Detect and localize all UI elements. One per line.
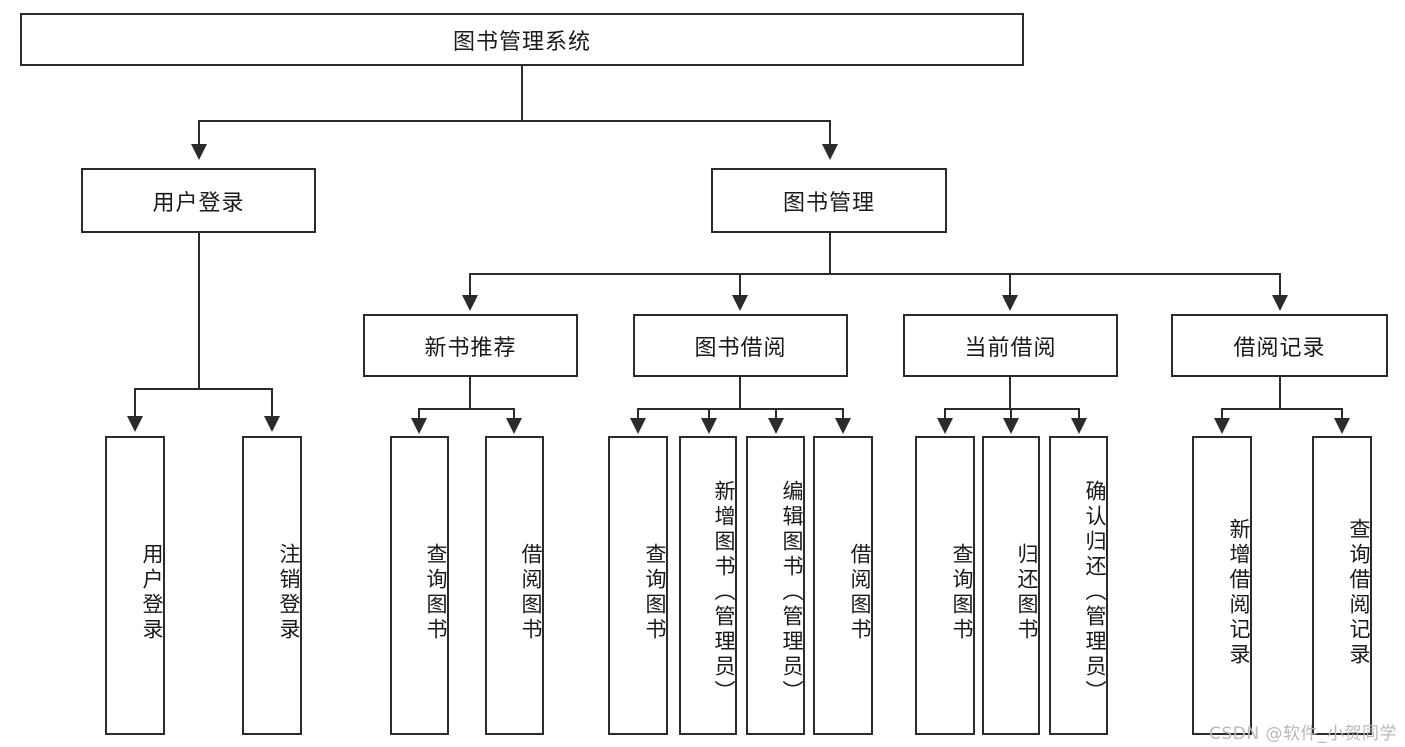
leaf-cb-query-book[interactable]: 查询图书	[915, 436, 975, 735]
connector-root-to-user-login	[198, 120, 200, 144]
connector-cb-leaf-1	[944, 408, 946, 418]
connector-nbr-leaf-1	[418, 408, 420, 418]
connector-nbr-stem	[469, 377, 471, 408]
leaf-nbr-query-book[interactable]: 查询图书	[390, 436, 449, 735]
arrowhead-bb-leaf-3	[768, 418, 784, 434]
arrowhead-bm-new-book	[462, 295, 478, 311]
leaf-bb-query-book[interactable]: 查询图书	[608, 436, 668, 735]
arrowhead-cb-leaf-1	[937, 418, 953, 434]
connector-bb-leaf-4	[842, 408, 844, 418]
leaf-bb-add-book-admin[interactable]: 新增图书（管理员）	[679, 436, 737, 735]
connector-user-login-to-leaf-1	[134, 388, 136, 416]
arrowhead-nbr-leaf-1	[411, 418, 427, 434]
connector-book-manage-bus	[469, 273, 1280, 275]
leaf-br-query-record[interactable]: 查询借阅记录	[1312, 436, 1372, 735]
node-borrow-record[interactable]: 借阅记录	[1171, 314, 1388, 377]
leaf-cb-confirm-return-admin[interactable]: 确认归还（管理员）	[1049, 436, 1108, 735]
connector-root-to-book-manage	[829, 120, 831, 144]
connector-bm-to-borrow-record	[1279, 273, 1281, 299]
connector-bm-to-new-book	[469, 273, 471, 299]
node-new-book-recommend[interactable]: 新书推荐	[363, 314, 578, 377]
connector-cb-leaf-3	[1078, 408, 1080, 418]
connector-bb-leaf-1	[637, 408, 639, 418]
node-root-system[interactable]: 图书管理系统	[20, 13, 1024, 66]
arrowhead-br-leaf-1	[1214, 418, 1230, 434]
connector-bb-leaf-3	[775, 408, 777, 418]
arrowhead-bm-borrow-record	[1272, 295, 1288, 311]
connector-bb-leaf-2	[708, 408, 710, 418]
connector-br-stem	[1279, 377, 1281, 408]
arrowhead-user-login-leaf-1	[127, 416, 143, 432]
connector-bb-bus	[637, 408, 844, 410]
leaf-user-login-login[interactable]: 用户登录	[105, 436, 165, 735]
connector-root-bus	[198, 120, 830, 122]
connector-br-bus	[1221, 408, 1342, 410]
leaf-br-add-record[interactable]: 新增借阅记录	[1192, 436, 1252, 735]
leaf-bb-edit-book-admin[interactable]: 编辑图书（管理员）	[746, 436, 805, 735]
arrowhead-root-to-user-login	[191, 144, 207, 160]
connector-br-leaf-1	[1221, 408, 1223, 418]
arrowhead-bm-book-borrow	[732, 295, 748, 311]
connector-bb-stem	[739, 377, 741, 408]
leaf-nbr-borrow-book[interactable]: 借阅图书	[485, 436, 544, 735]
watermark-text: CSDN @软件_小贺同学	[1209, 724, 1397, 744]
connector-bm-to-book-borrow	[739, 273, 741, 299]
arrowhead-bb-leaf-1	[630, 418, 646, 434]
connector-bm-to-current-borrow	[1009, 273, 1011, 299]
connector-user-login-to-leaf-2	[271, 388, 273, 416]
connector-br-leaf-2	[1341, 408, 1343, 418]
arrowhead-cb-leaf-2	[1003, 418, 1019, 434]
connector-nbr-leaf-2	[513, 408, 515, 418]
node-book-borrow[interactable]: 图书借阅	[633, 314, 848, 377]
arrowhead-bb-leaf-4	[835, 418, 851, 434]
node-user-login[interactable]: 用户登录	[81, 168, 316, 233]
arrowhead-bm-current-borrow	[1002, 295, 1018, 311]
connector-user-login-bus	[134, 388, 272, 390]
arrowhead-nbr-leaf-2	[506, 418, 522, 434]
connector-cb-stem	[1009, 377, 1011, 408]
arrowhead-bb-leaf-2	[701, 418, 717, 434]
leaf-user-login-logout[interactable]: 注销登录	[242, 436, 302, 735]
leaf-cb-return-book[interactable]: 归还图书	[982, 436, 1040, 735]
node-book-management[interactable]: 图书管理	[711, 168, 947, 233]
arrowhead-br-leaf-2	[1334, 418, 1350, 434]
node-current-borrow[interactable]: 当前借阅	[903, 314, 1118, 377]
arrowhead-user-login-leaf-2	[264, 416, 280, 432]
connector-user-login-stem	[198, 233, 200, 388]
connector-cb-leaf-2	[1010, 408, 1012, 418]
connector-book-manage-stem	[829, 233, 831, 273]
arrowhead-root-to-book-manage	[822, 144, 838, 160]
leaf-bb-borrow-book[interactable]: 借阅图书	[813, 436, 873, 735]
connector-nbr-bus	[418, 408, 514, 410]
connector-root-stem	[521, 66, 523, 120]
arrowhead-cb-leaf-3	[1071, 418, 1087, 434]
